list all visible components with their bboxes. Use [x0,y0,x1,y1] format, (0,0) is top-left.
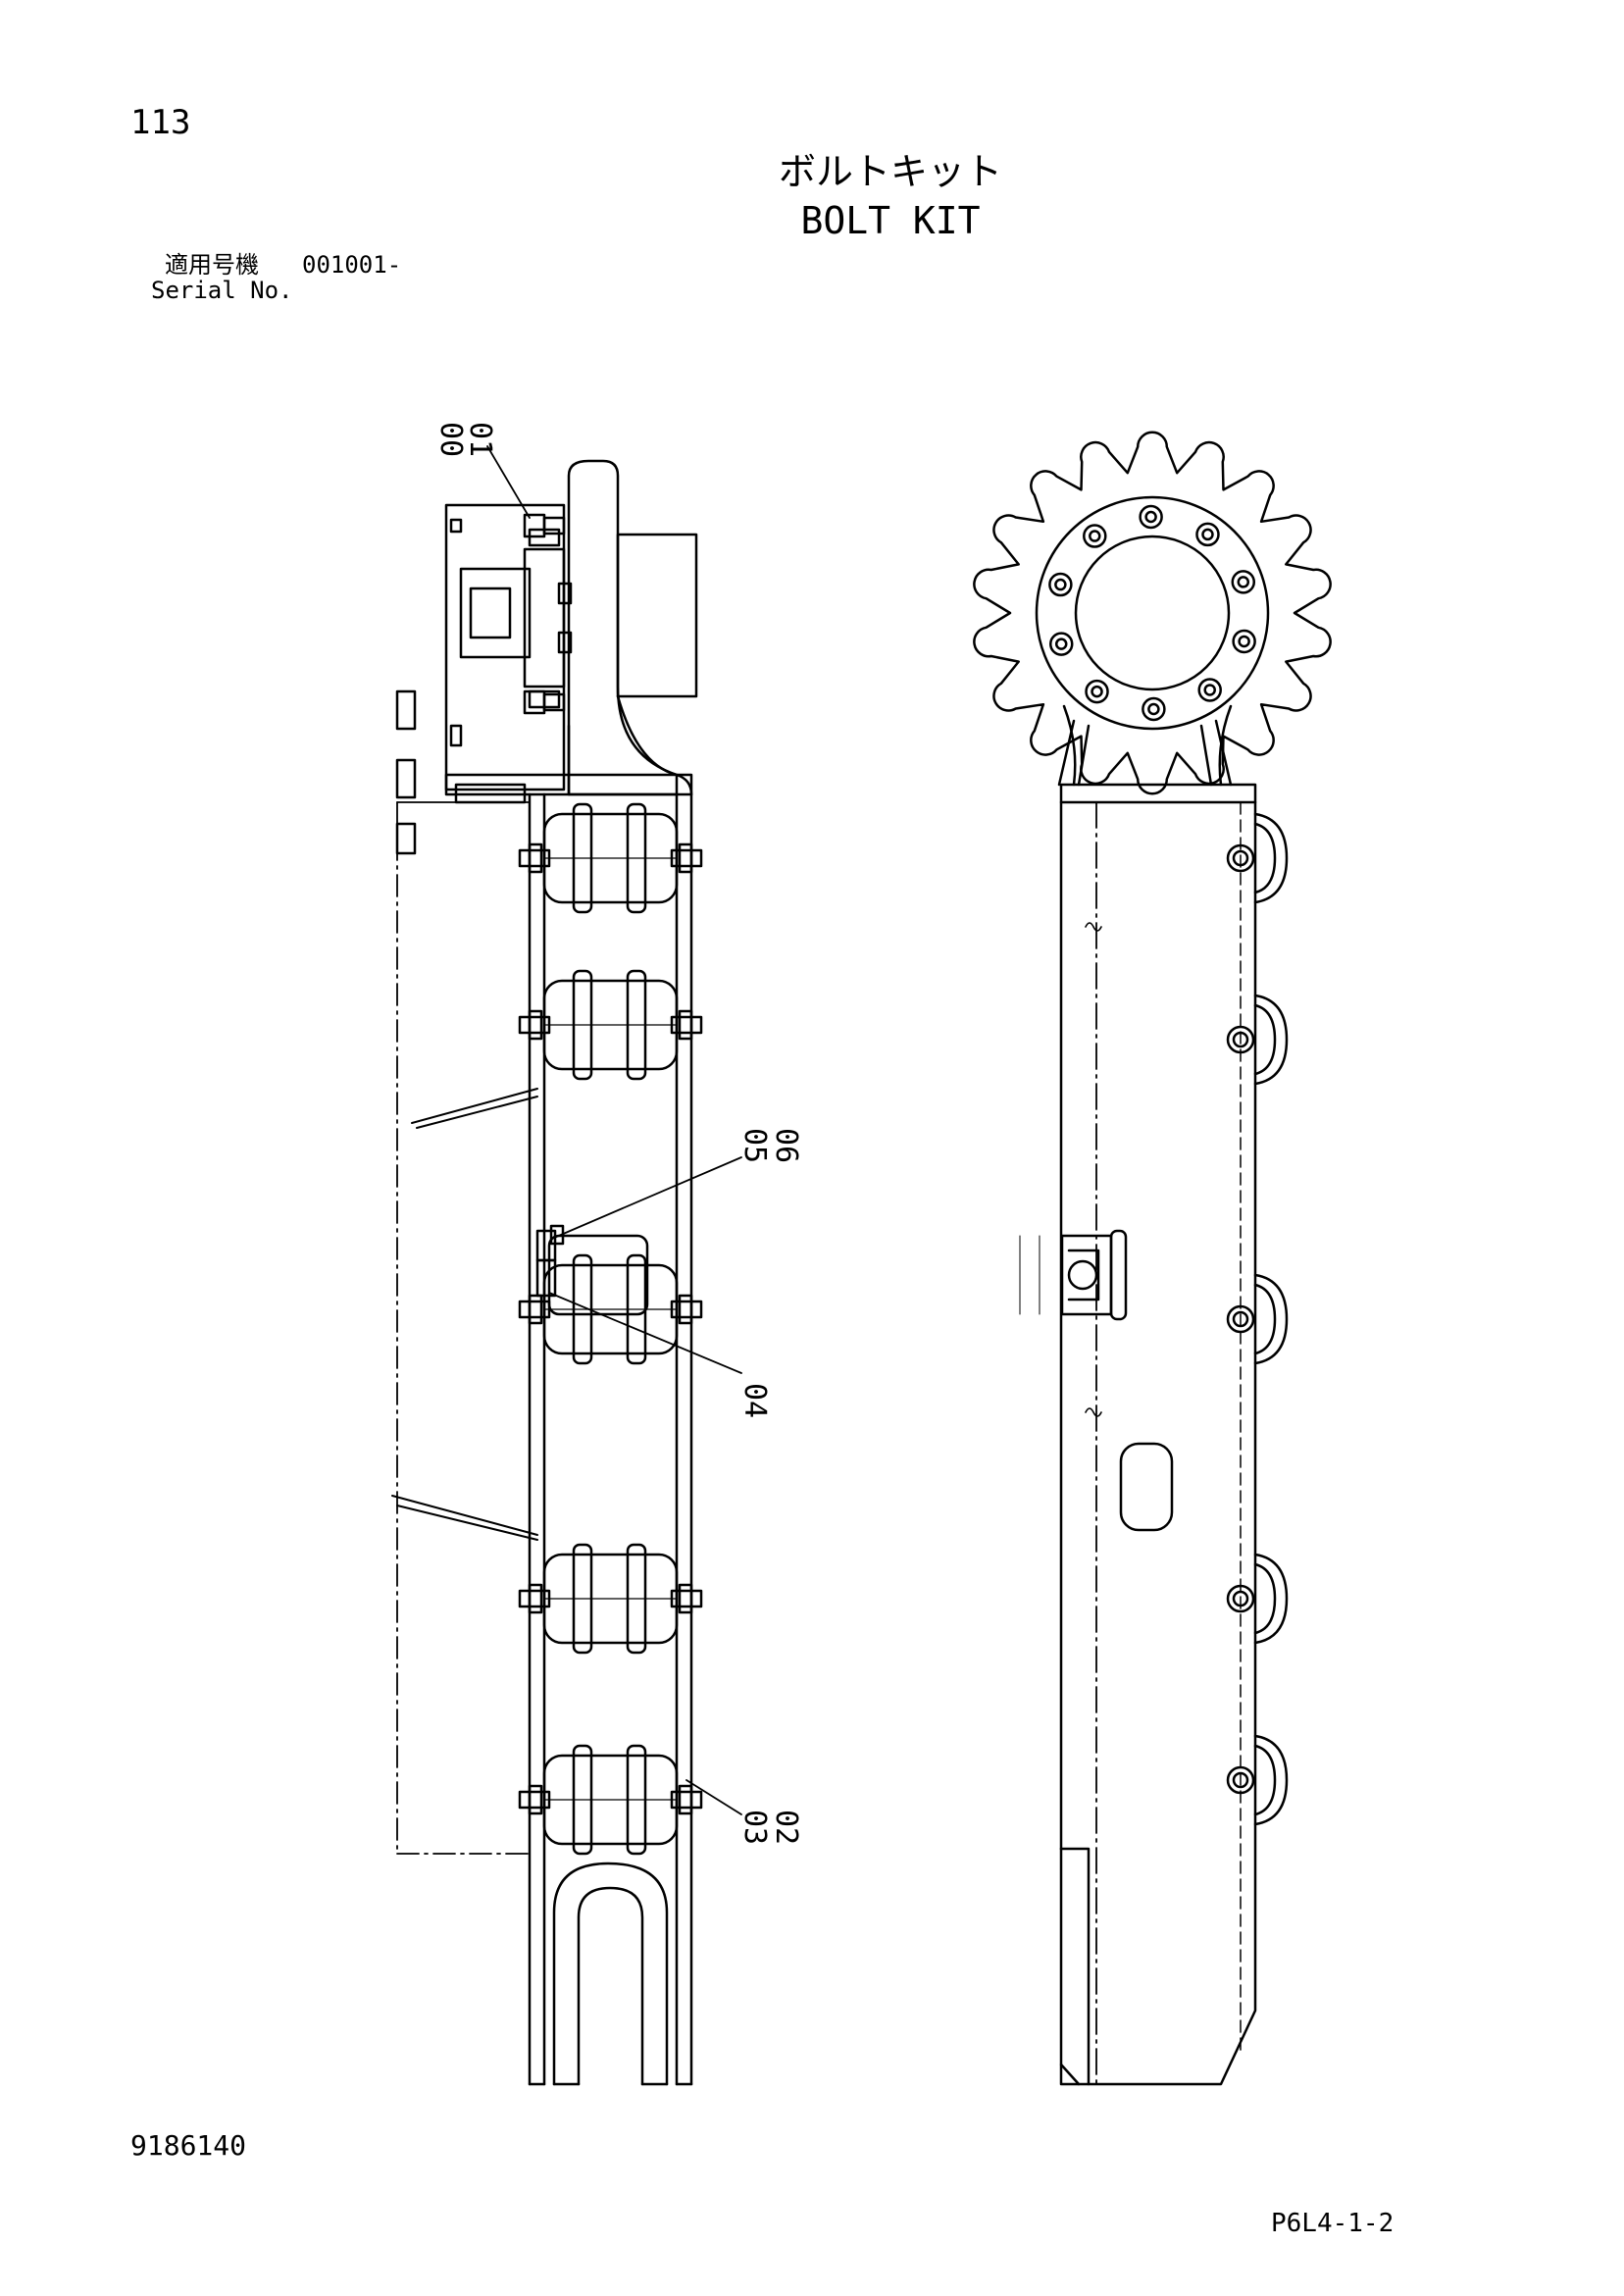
side-roller [1226,812,1289,904]
sprocket-bolt [1048,632,1074,656]
callout-label: 02 [769,1810,803,1845]
side-roller [1226,994,1289,1086]
sprocket-bolt [1085,679,1109,704]
sprocket-bolt-center [1054,578,1067,591]
document-number: 9186140 [130,2129,247,2162]
sprocket-bolt [1142,696,1166,722]
sprocket-bolt-center [1089,530,1101,542]
sprocket-bolt [1083,524,1107,548]
sprocket-bolt-center [1238,635,1250,648]
sprocket-teeth [973,431,1332,795]
sprocket-bolt [1231,570,1256,594]
side-roller [1226,1273,1289,1365]
track-roller [518,802,703,914]
callout-03-02: 03 02 [737,1810,803,1845]
track-rollers-side [1226,812,1289,1826]
side-roller [1226,1553,1289,1645]
callout-00-01: 00 01 [433,422,497,457]
sprocket-bolt [1197,678,1222,702]
sprocket-bolt [1048,572,1073,597]
sprocket-bolt-center [1054,638,1068,650]
sprocket-bolt-center [1201,528,1214,541]
sprocket-bore [1074,535,1231,691]
bracket-04 [535,1224,649,1316]
sprocket [973,431,1332,795]
sprocket-bolt-center [1147,702,1160,716]
sprocket-bolt [1232,629,1256,654]
callout-05-06: 05 06 [737,1128,803,1163]
track-roller [518,1744,703,1856]
sprocket-bolt-center [1091,685,1103,698]
sprocket-bolt-center [1203,684,1216,696]
sprocket-bolt [1195,522,1220,547]
track-roller [518,969,703,1081]
callout-label: 00 [433,422,468,457]
side-bracket [1019,1229,1128,1321]
page-number: 113 [130,103,191,142]
motor-bolts [523,513,573,715]
page-title-japanese: ボルトキット [778,150,1002,193]
sprocket-bolt-center [1144,510,1157,524]
callout-label: 06 [769,1128,803,1163]
callout-label: 01 [463,422,497,457]
callout-label: 03 [737,1810,772,1845]
side-view [973,431,1332,2086]
sheet-code: P6L4-1-2 [1271,2209,1395,2238]
callout-label: 05 [737,1128,772,1163]
track-rollers-plan [518,802,703,1856]
plan-view [391,445,742,2086]
serial-label-japanese: 適用号機 [165,251,259,279]
track-roller [518,1253,703,1365]
track-roller [518,1543,703,1655]
serial-value: 001001- [302,251,402,279]
sprocket-hub-ring [1035,495,1270,731]
side-roller [1226,1734,1289,1826]
sprocket-bolt-center [1237,576,1250,588]
page-title-english: BOLT KIT [800,199,981,242]
sprocket-bolt [1139,504,1163,530]
callout-04: 04 [737,1383,772,1418]
serial-label-english: Serial No. [151,277,293,304]
callout-label: 04 [737,1383,772,1418]
